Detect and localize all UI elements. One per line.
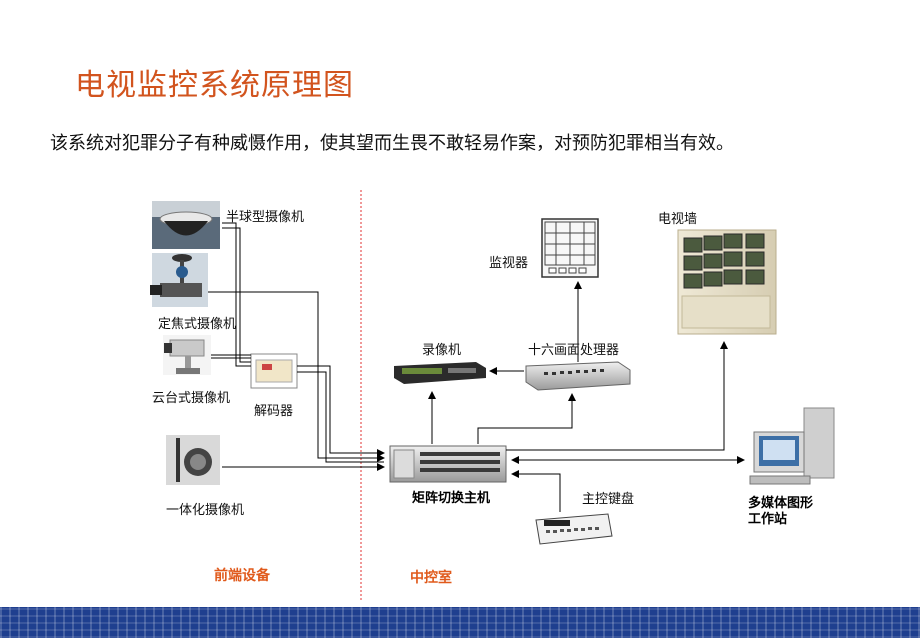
keyboard-label: 主控键盘 xyxy=(582,492,635,507)
workstation-image xyxy=(749,407,835,485)
multiplexer-image xyxy=(525,361,631,391)
integrated-camera-image xyxy=(166,435,220,485)
page-subtitle: 该系统对犯罪分子有种威慑作用，使其望而生畏不敢轻易作案，对预防犯罪相当有效。 xyxy=(50,133,734,154)
front-end-zone-label: 前端设备 xyxy=(214,568,270,584)
page-title: 电视监控系统原理图 xyxy=(75,68,354,103)
dome-camera-image xyxy=(152,201,220,249)
ptz-camera-label: 云台式摄像机 xyxy=(152,391,231,406)
control-room-zone-label: 中控室 xyxy=(410,570,452,586)
recorder-image xyxy=(394,362,486,384)
dome-camera-label: 半球型摄像机 xyxy=(226,210,305,225)
connection-lines xyxy=(208,222,745,512)
integrated-camera-label: 一体化摄像机 xyxy=(166,503,245,518)
monitor-label: 监视器 xyxy=(489,256,529,271)
ptz-camera-image xyxy=(163,335,211,375)
video-wall-label: 电视墙 xyxy=(658,212,698,227)
multiplexer-label: 十六画面处理器 xyxy=(528,343,620,358)
decorative-footer-bar xyxy=(0,607,920,638)
fixed-camera-label: 定焦式摄像机 xyxy=(158,317,237,332)
recorder-label: 录像机 xyxy=(422,343,462,358)
keyboard-image xyxy=(535,513,613,545)
matrix-switcher-label: 矩阵切换主机 xyxy=(412,491,491,506)
decoder-image xyxy=(250,353,298,389)
monitor-image xyxy=(541,218,599,278)
video-wall-image xyxy=(677,229,777,335)
decoder-label: 解码器 xyxy=(254,404,294,419)
matrix-switcher-image xyxy=(389,445,507,483)
workstation-label: 多媒体图形 工作站 xyxy=(748,496,814,527)
fixed-camera-image xyxy=(150,253,208,307)
